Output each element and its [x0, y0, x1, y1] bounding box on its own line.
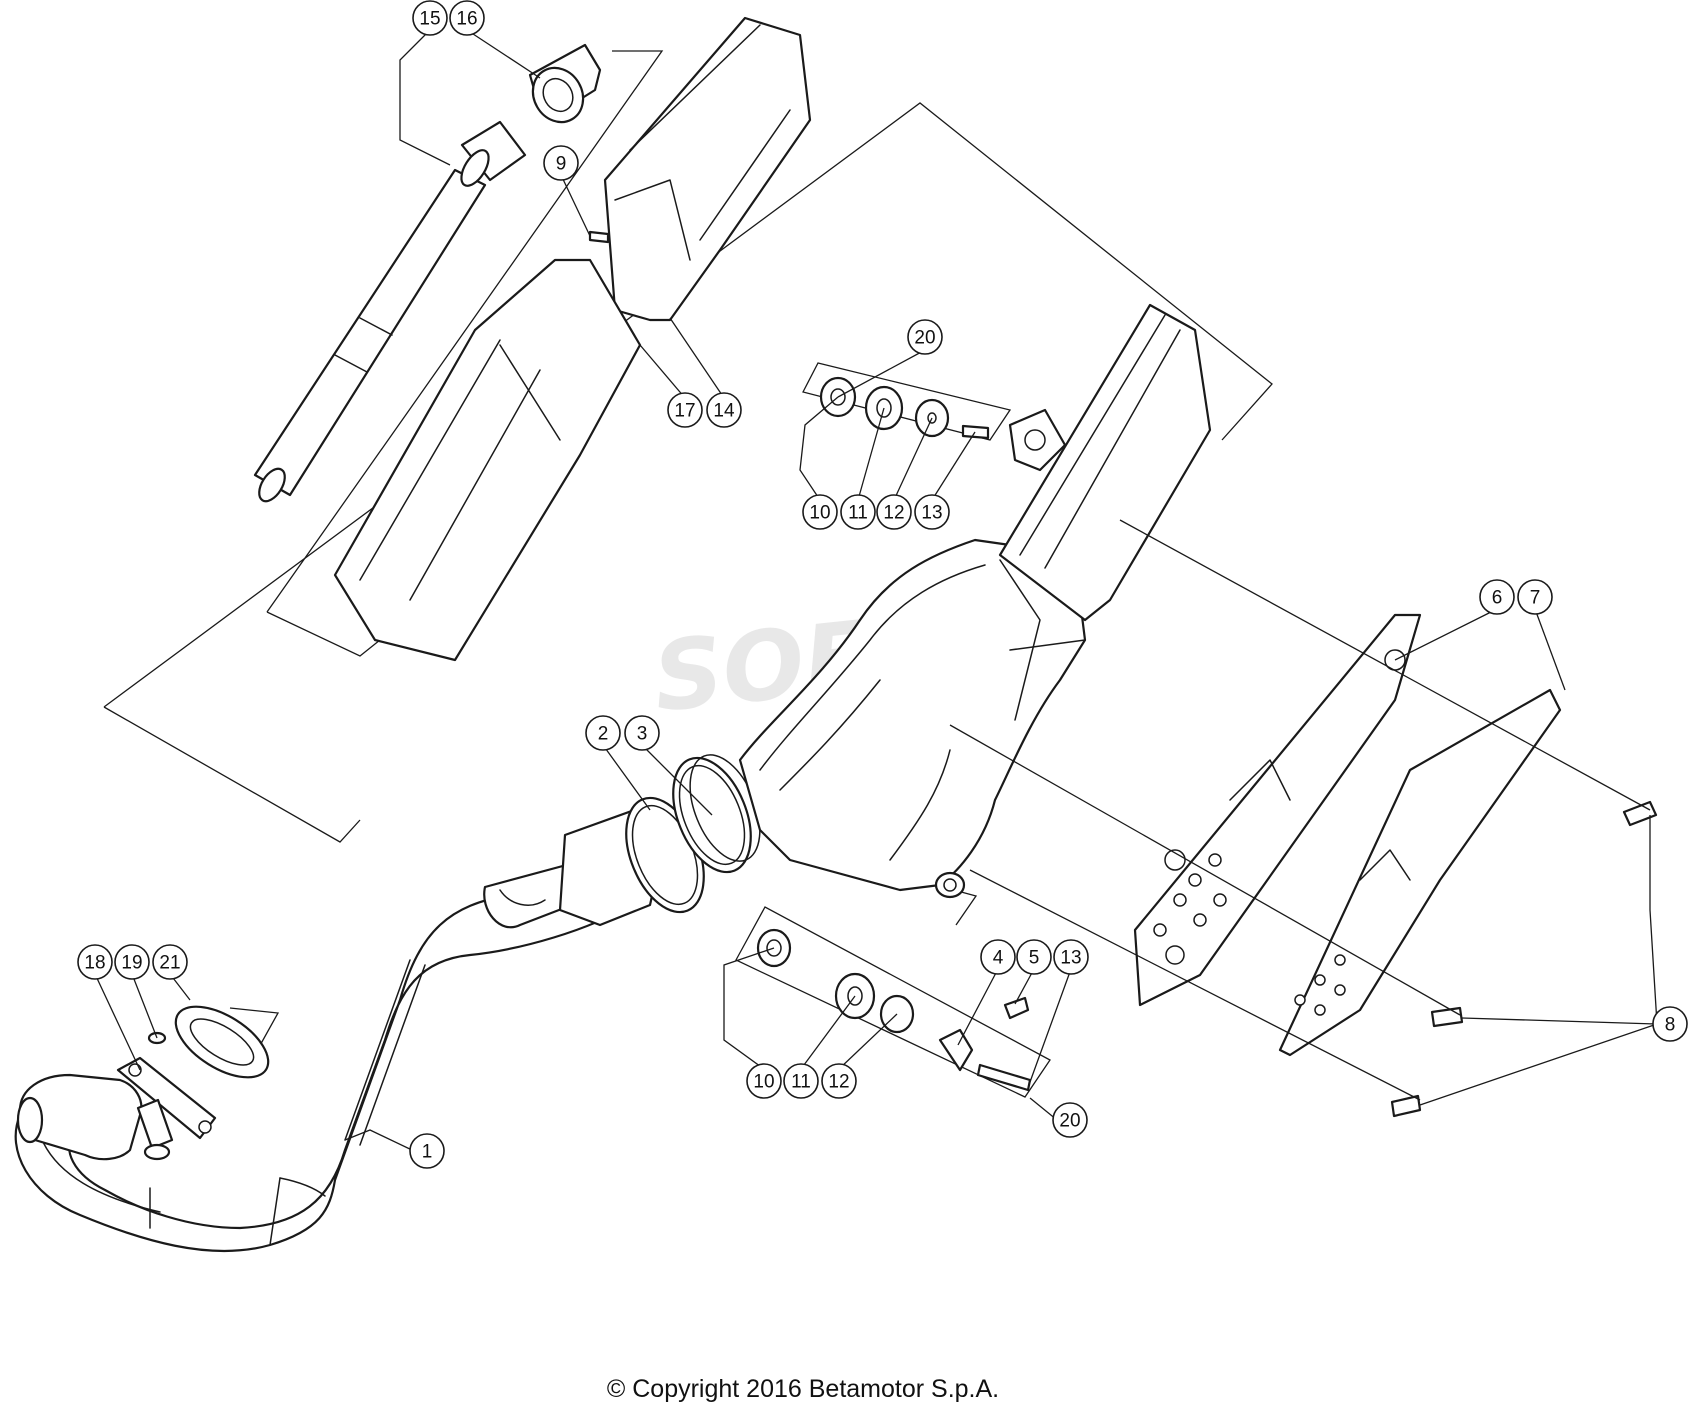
callout-3: 3	[624, 715, 660, 751]
bracket-inner-silencer-bottom	[266, 611, 381, 657]
callout-circle	[746, 1063, 782, 1099]
leader-lines	[94, 29, 1658, 1152]
heat-shield-guard	[1278, 688, 1562, 1057]
callout-label: 1	[422, 1142, 433, 1163]
heat-shield-plate	[1133, 613, 1422, 1007]
silencer-body	[998, 303, 1212, 622]
callout-13: 13	[1053, 939, 1089, 975]
callout-circle	[802, 494, 838, 530]
callout-18: 18	[77, 944, 113, 980]
callout-circle	[667, 392, 703, 428]
callout-label: 5	[1029, 948, 1040, 969]
callout-label: 16	[456, 9, 477, 30]
callout-label: 10	[753, 1072, 774, 1093]
callout-circle	[409, 1133, 445, 1169]
callout-circle	[1652, 1006, 1688, 1042]
callout-6: 6	[1479, 579, 1515, 615]
callout-14: 14	[706, 392, 742, 428]
callout-label: 4	[993, 948, 1004, 969]
callout-10: 10	[802, 494, 838, 530]
callout-label: 13	[921, 503, 942, 524]
callout-label: 12	[828, 1072, 849, 1093]
callout-12: 12	[821, 1063, 857, 1099]
callout-circle	[840, 494, 876, 530]
callout-10: 10	[746, 1063, 782, 1099]
screw-9	[588, 230, 610, 244]
callout-label: 7	[1530, 588, 1541, 609]
callout-label: 3	[637, 724, 648, 745]
callout-9: 9	[543, 145, 579, 181]
callout-2: 2	[585, 715, 621, 751]
callout-12: 12	[876, 494, 912, 530]
callout-label: 14	[713, 401, 735, 422]
callout-circle	[876, 494, 912, 530]
callout-circle	[412, 0, 448, 36]
callout-label: 17	[674, 401, 695, 422]
callout-label: 12	[883, 503, 904, 524]
callout-circle	[624, 715, 660, 751]
callout-label: 18	[84, 953, 105, 974]
callout-19: 19	[114, 944, 150, 980]
callout-label: 10	[809, 503, 830, 524]
bracket-inner-silencer	[266, 50, 664, 613]
callout-circle	[907, 319, 943, 355]
bracket-mount-kit-bottom	[735, 906, 1051, 1098]
header-pipe	[14, 806, 674, 1253]
callout-circle	[77, 944, 113, 980]
callout-circle	[706, 392, 742, 428]
callout-circle	[1053, 939, 1089, 975]
callout-circle	[1052, 1102, 1088, 1138]
collector-chamber	[738, 538, 1087, 899]
callout-label: 6	[1492, 588, 1503, 609]
callout-circle	[980, 939, 1016, 975]
callout-circle	[914, 494, 950, 530]
bracket-header-flange	[229, 1007, 280, 1050]
callout-label: 9	[556, 154, 567, 175]
callout-circle	[152, 944, 188, 980]
callout-circle	[1479, 579, 1515, 615]
callout-label: 13	[1060, 948, 1081, 969]
callout-label: 11	[791, 1072, 811, 1093]
callout-20: 20	[1052, 1102, 1088, 1138]
callout-label: 2	[598, 724, 609, 745]
callout-21: 21	[152, 944, 188, 980]
bushing	[528, 43, 602, 124]
callout-circle	[1517, 579, 1553, 615]
end-cap	[603, 16, 812, 322]
callout-11: 11	[840, 494, 876, 530]
callout-8: 8	[1652, 1006, 1688, 1042]
callout-circle	[783, 1063, 819, 1099]
bracket-silencer-group-lower	[103, 706, 361, 843]
callout-4: 4	[980, 939, 1016, 975]
callout-label: 21	[159, 953, 180, 974]
callout-20: 20	[907, 319, 943, 355]
callout-16: 16	[449, 0, 485, 36]
callout-circle	[449, 0, 485, 36]
callout-circle	[1016, 939, 1052, 975]
callout-7: 7	[1517, 579, 1553, 615]
callout-label: 20	[914, 328, 935, 349]
callout-label: 15	[419, 9, 440, 30]
callout-17: 17	[667, 392, 703, 428]
callout-circle	[821, 1063, 857, 1099]
callout-11: 11	[783, 1063, 819, 1099]
header-flange	[116, 1005, 270, 1161]
callout-label: 19	[121, 953, 142, 974]
callout-13: 13	[914, 494, 950, 530]
callout-circle	[114, 944, 150, 980]
inner-tube	[253, 120, 527, 503]
callout-label: 20	[1059, 1111, 1080, 1132]
callout-15: 15	[412, 0, 448, 36]
callout-circle	[543, 145, 579, 181]
copyright-text: © Copyright 2016 Betamotor S.p.A.	[607, 1375, 999, 1403]
callout-5: 5	[1016, 939, 1052, 975]
callout-label: 11	[848, 503, 868, 524]
callout-1: 1	[409, 1133, 445, 1169]
callout-circle	[585, 715, 621, 751]
callout-label: 8	[1665, 1015, 1676, 1036]
mount-kit-top	[819, 376, 990, 440]
